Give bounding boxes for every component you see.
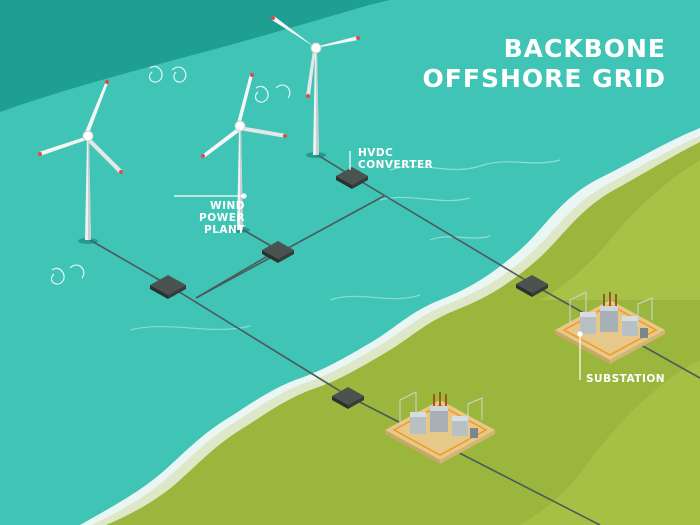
cable-to-east-converter [351,175,533,285]
hvdc-label-line-2: CONVERTER [358,159,434,171]
converter-platform-5 [332,387,364,409]
land-highlight [540,160,700,300]
cable-converter-south [167,284,349,397]
substation-east [555,291,665,364]
substation-south [385,391,495,464]
wind-turbine-3 [271,16,360,158]
converter-platform-3 [336,167,368,189]
cable-network [89,153,700,525]
wave-swirls [50,65,561,331]
land [106,142,700,525]
title-line-1: BACKBONE [503,34,666,63]
hvdc-converter-platforms [150,167,548,409]
cable-to-substation-south [347,395,601,525]
wind-label-line-3: PLANT [204,224,245,236]
substation-label: SUBSTATION [586,373,666,385]
converter-platform-4 [516,275,548,297]
wind-power-plant-label: WIND POWER PLANT [190,200,245,236]
land-highlight-2 [520,360,700,525]
converter-platform-1 [150,275,186,299]
wind-turbine-1 [38,80,123,244]
label-leaders [174,151,583,380]
title-line-2: OFFSHORE GRID [422,64,666,93]
hvdc-label-line-1: HVDC [358,147,394,159]
cable-turbine1-converter [89,239,169,286]
cable-branch-north [195,195,385,299]
wind-label-line-1: WIND [210,200,245,212]
converter-platform-2 [262,241,294,263]
wind-label-line-2: POWER [199,212,245,224]
wind-turbine-2 [201,73,287,233]
hvdc-converter-label: HVDC CONVERTER [358,147,433,171]
